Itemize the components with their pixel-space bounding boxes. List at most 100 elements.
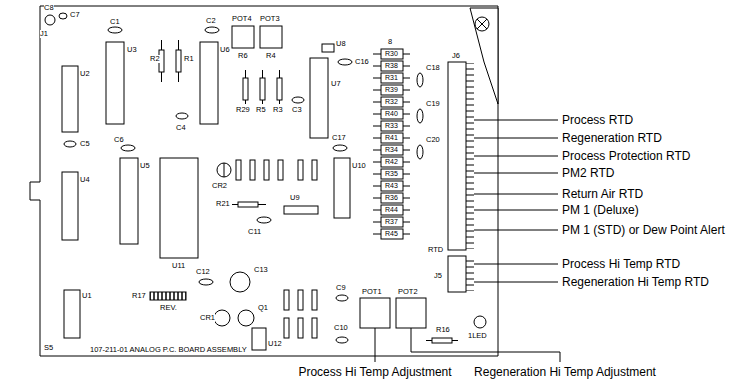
callout-label: Regeneration RTD <box>562 132 662 144</box>
part-designator: POT2 <box>398 288 418 296</box>
part-designator: C2 <box>206 17 216 25</box>
part-designator: RTD <box>428 246 443 254</box>
ic-chip <box>62 172 78 240</box>
part-designator: U3 <box>127 46 137 54</box>
part-designator: R4 <box>266 52 276 60</box>
part-designator: R40 <box>385 110 398 117</box>
part-designator: J6 <box>452 52 460 60</box>
part-designator: R17 <box>132 292 146 300</box>
part-designator: U8 <box>336 40 346 48</box>
resistor-network <box>150 292 186 300</box>
callout-label: Return Air RTD <box>562 188 643 200</box>
ejector-handle <box>470 8 498 104</box>
part-designator: C9 <box>336 284 346 292</box>
part-designator: R32 <box>385 98 398 105</box>
part-designator: U12 <box>268 340 282 348</box>
led-symbol <box>474 316 486 328</box>
part-designator: U9 <box>290 194 300 202</box>
part-designator: C6 <box>114 136 124 144</box>
potentiometer <box>360 298 390 328</box>
callout-label: Process RTD <box>562 114 633 126</box>
part-designator: R30 <box>385 50 398 57</box>
board-title: 107-211-01 ANALOG P.C. BOARD ASSEMBLY <box>90 346 247 354</box>
part-designator: R44 <box>385 206 398 213</box>
part-designator: U2 <box>80 70 90 78</box>
part-designator: J5 <box>434 272 442 280</box>
part-designator: C11 <box>248 228 261 236</box>
part-designator: R33 <box>385 122 398 129</box>
ic-chip <box>120 158 138 244</box>
part-designator: U7 <box>331 80 341 88</box>
part-designator: POT4 <box>232 15 252 23</box>
part-designator: R2 <box>150 55 160 63</box>
edge-connector <box>448 256 466 292</box>
part-designator: R3 <box>273 106 283 114</box>
mounting-hole <box>475 17 489 31</box>
part-designator: C16 <box>355 58 369 66</box>
part-designator: R42 <box>385 158 398 165</box>
part-designator: R38 <box>385 62 398 69</box>
part-designator: C12 <box>196 268 210 276</box>
part-designator: POT3 <box>260 15 280 23</box>
part-designator: R34 <box>385 146 398 153</box>
ic-chip <box>106 42 124 124</box>
ic-chip <box>200 42 218 124</box>
part-designator: 8 <box>388 38 392 46</box>
ic-chip <box>310 58 328 138</box>
part-designator: C1 <box>110 18 120 26</box>
part-designator: C13 <box>254 266 268 274</box>
part-designator: C10 <box>334 324 348 332</box>
callout-label: Process Protection RTD <box>562 150 691 162</box>
callout-label: PM 1 (STD) or Dew Point Alert <box>562 224 725 236</box>
part-designator: C3 <box>292 106 302 114</box>
part-designator: U5 <box>140 162 150 170</box>
part-designator: C17 <box>332 134 346 142</box>
edge-connector <box>448 62 466 250</box>
part-designator: R37 <box>385 218 398 225</box>
potentiometer <box>232 26 254 48</box>
part-designator: C20 <box>426 136 440 144</box>
part-designator: R1 <box>184 55 194 63</box>
part-designator: R41 <box>385 134 398 141</box>
part-designator: R36 <box>385 194 398 201</box>
part-designator: POT1 <box>362 288 382 296</box>
part-designator: 1LED <box>468 332 487 340</box>
part-designator: C8 <box>44 4 54 12</box>
callout-label: Regeneration Hi Temp Adjustment <box>474 366 656 378</box>
part-designator: R45 <box>385 230 398 237</box>
part-designator: R16 <box>436 326 450 334</box>
part-designator: C5 <box>80 140 90 148</box>
part-designator: U1 <box>82 292 92 300</box>
callout-label: PM2 RTD <box>562 167 614 179</box>
part-designator: J1 <box>40 30 48 38</box>
callout-label: Regeneration Hi Temp RTD <box>562 276 709 288</box>
part-designator: C18 <box>426 64 440 72</box>
part-designator: R43 <box>385 182 398 189</box>
leader-line <box>375 120 560 362</box>
ic-chip <box>62 66 78 132</box>
part-designator: R35 <box>385 170 398 177</box>
part-designator: C7 <box>70 11 80 19</box>
part-designator: R39 <box>385 86 398 93</box>
ic-chip <box>252 328 266 350</box>
part-designator: REV. <box>160 304 177 312</box>
resistor-column <box>373 49 410 239</box>
part-designator: U6 <box>220 46 230 54</box>
part-designator: R31 <box>385 74 398 81</box>
part-designator: C19 <box>426 100 440 108</box>
part-designator: U10 <box>352 162 366 170</box>
potentiometer <box>396 298 426 328</box>
part-designator: R6 <box>238 52 248 60</box>
potentiometer <box>260 26 282 48</box>
part-designator: C4 <box>176 124 186 132</box>
part-designator: R5 <box>256 106 266 114</box>
ic-chip <box>334 158 350 218</box>
part-designator: U4 <box>80 176 90 184</box>
part-designator: U11 <box>172 262 185 270</box>
part-designator: Q1 <box>258 304 268 312</box>
mounting-hole <box>477 19 487 29</box>
callout-label: PM 1 (Deluxe) <box>562 204 639 216</box>
part-designator: S5 <box>44 344 53 352</box>
part-designator: CR1 <box>200 314 215 322</box>
